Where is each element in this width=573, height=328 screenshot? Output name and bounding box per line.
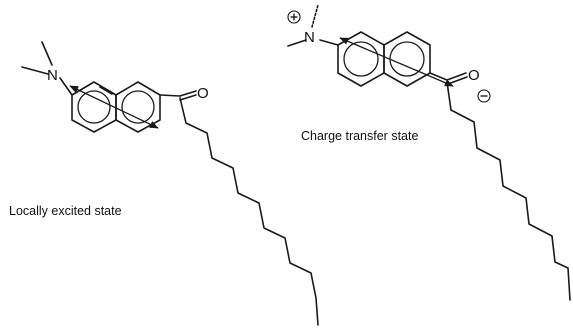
dimethylamino-group [287,4,339,47]
naphthalene-rings [337,31,431,87]
nitrogen-atom-label: N [47,67,58,84]
nitrogen-atom-label: N [304,29,315,46]
positive-charge-icon [287,10,301,24]
caption-locally-excited: Locally excited state [9,204,122,218]
charge-transfer-arrow [339,37,454,87]
excitation-arrow [69,85,159,129]
oxygen-atom-label: O [468,67,480,84]
naphthalene-rings [71,81,161,133]
carbonyl-group [429,72,468,85]
oxygen-atom-label: O [197,85,209,102]
negative-charge-icon [477,89,491,103]
molecule-locally-excited: N O Locally excited state [9,41,319,326]
ring-aromatic-circle [77,90,111,124]
molecule-charge-transfer: N O Charge transfer state [287,4,571,301]
caption-charge-transfer: Charge transfer state [301,129,418,143]
alkyl-chain [179,97,319,326]
alkyl-chain [446,81,571,301]
carbonyl-group [159,90,197,101]
